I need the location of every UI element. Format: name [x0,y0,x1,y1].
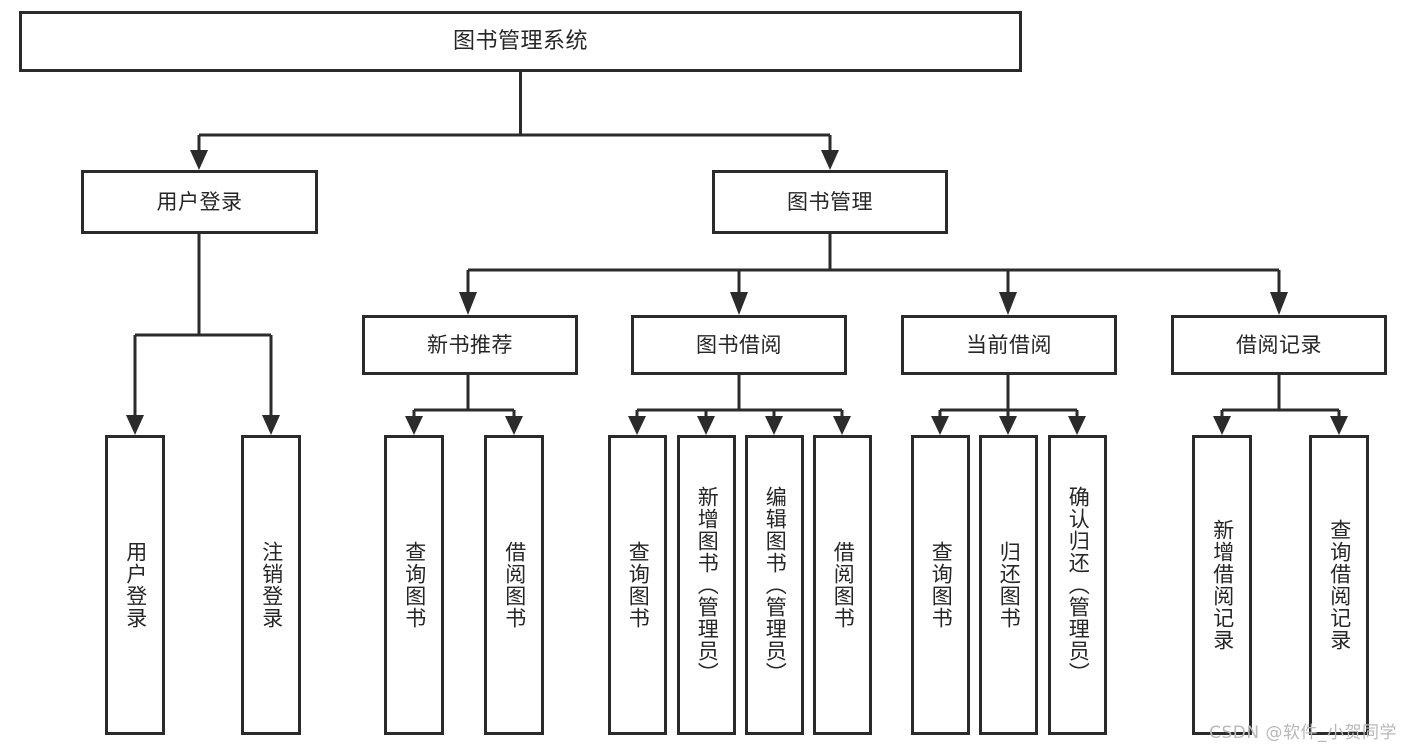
leaf-new-books-borrow[interactable]: 借阅图书 [484,435,544,735]
arrow-tb-c2 [697,416,715,435]
arrow-bm-c3 [999,292,1017,315]
node-book-management[interactable]: 图书管理 [712,170,948,234]
node-label: 借阅图书 [502,541,527,629]
arrow-book-mgmt [821,150,839,170]
node-label: 图书借阅 [696,332,782,357]
arrow-jr-c1 [1213,416,1231,435]
leaf-borrow-query-book[interactable]: 查询图书 [608,435,667,735]
arrow-nb-c1 [405,416,423,435]
node-label: 查询借阅记录 [1327,519,1352,651]
arrow-jr-c2 [1330,416,1348,435]
leaf-current-confirm-return-admin[interactable]: 确认归还（管理员） [1048,435,1107,735]
node-label: 用户登录 [123,541,148,629]
leaf-borrow-borrow-book[interactable]: 借阅图书 [813,435,872,735]
arrow-ul-c1 [126,415,144,435]
arrow-bm-c2 [730,292,748,315]
leaf-records-query-record[interactable]: 查询借阅记录 [1309,435,1369,735]
node-label: 借阅记录 [1236,332,1322,357]
arrow-nb-c2 [505,416,523,435]
node-new-book-recommend[interactable]: 新书推荐 [362,315,578,375]
node-label: 查询图书 [626,541,651,629]
arrow-tb-c1 [628,416,646,435]
arrow-tb-c3 [765,416,783,435]
arrow-bm-c1 [459,292,477,315]
leaf-user-login-logout[interactable]: 注销登录 [241,435,301,735]
node-label: 新书推荐 [427,332,513,357]
node-borrow-records[interactable]: 借阅记录 [1171,315,1387,375]
arrow-cb-c1 [931,416,949,435]
node-label: 图书管理系统 [452,28,588,54]
node-label: 借阅图书 [831,541,856,629]
leaf-records-add-record[interactable]: 新增借阅记录 [1192,435,1252,735]
node-label: 查询图书 [402,541,427,629]
arrow-tb-c4 [833,416,851,435]
leaf-borrow-edit-book-admin[interactable]: 编辑图书（管理员） [745,435,804,735]
node-current-borrow[interactable]: 当前借阅 [901,315,1117,375]
leaf-current-query-book[interactable]: 查询图书 [911,435,970,735]
leaf-user-login-login[interactable]: 用户登录 [105,435,165,735]
node-label: 注销登录 [259,541,284,629]
leaf-current-return-book[interactable]: 归还图书 [979,435,1038,735]
node-book-borrow[interactable]: 图书借阅 [631,315,847,375]
csdn-watermark: CSDN @软件_小贺同学 [1209,723,1397,743]
node-label: 确认归还（管理员） [1066,486,1091,684]
arrow-bm-c4 [1270,292,1288,315]
leaf-borrow-add-book-admin[interactable]: 新增图书（管理员） [677,435,736,735]
node-label: 新增图书（管理员） [695,486,720,684]
node-label: 查询图书 [929,541,954,629]
node-user-login[interactable]: 用户登录 [81,170,318,234]
arrow-user-login [190,150,208,170]
node-label: 用户登录 [156,189,243,214]
node-label: 归还图书 [997,541,1022,629]
leaf-new-books-query[interactable]: 查询图书 [384,435,444,735]
arrow-cb-c3 [1068,416,1086,435]
node-label: 编辑图书（管理员） [763,486,788,684]
node-label: 图书管理 [787,189,873,214]
node-root-system[interactable]: 图书管理系统 [19,11,1022,72]
node-label: 新增借阅记录 [1210,519,1235,651]
arrow-ul-c2 [262,415,280,435]
arrow-cb-c2 [999,416,1017,435]
node-label: 当前借阅 [966,332,1052,357]
